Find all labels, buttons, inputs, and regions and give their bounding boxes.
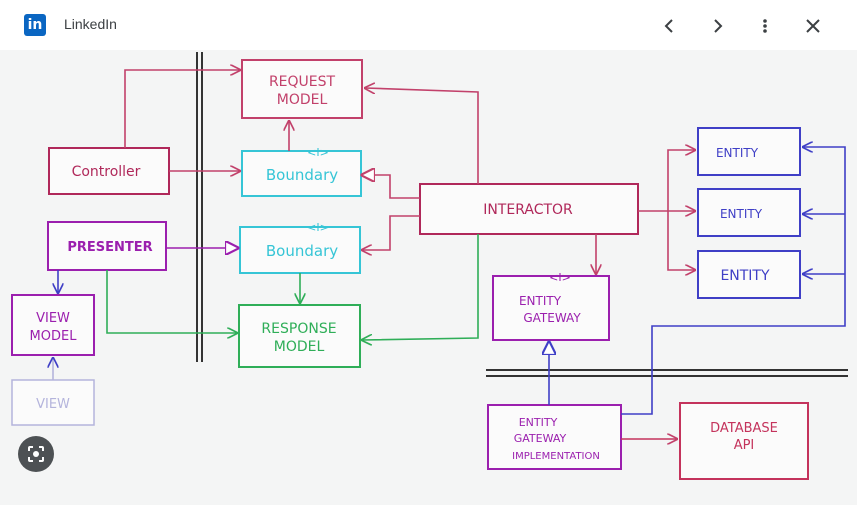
interactor-box: INTERACTOR [419, 183, 639, 235]
controller-box: Controller [48, 147, 170, 195]
request-model-line1: REQUEST [269, 74, 336, 90]
input-boundary-tag: <I> [307, 146, 329, 159]
entity-gateway-box: <I> ENTITY GATEWAY [492, 271, 610, 341]
response-model-line1: RESPONSE [261, 321, 336, 337]
diagram-connectors [53, 70, 846, 439]
input-boundary-box: <I> Boundary [241, 146, 362, 197]
forward-button[interactable] [701, 10, 733, 42]
gateway-impl-line1: ENTITY [519, 416, 558, 429]
request-model-box: REQUEST MODEL [241, 59, 363, 119]
database-api-line2: API [734, 438, 755, 453]
entity-box-3: ENTITY [697, 250, 801, 299]
view-label: VIEW [36, 397, 70, 412]
chevron-left-icon [664, 19, 673, 33]
presenter-label: PRESENTER [67, 240, 152, 255]
architecture-diagram-image: REQUEST MODEL Controller <I> Boundary IN… [0, 50, 857, 505]
close-icon [806, 19, 820, 33]
view-model-line1: VIEW [36, 311, 70, 326]
entity-label-1: ENTITY [716, 146, 759, 160]
output-boundary-tag: <I> [307, 221, 329, 234]
controller-label: Controller [72, 164, 141, 180]
google-lens-icon [28, 446, 44, 462]
entity-gateway-line1: ENTITY [519, 294, 562, 308]
database-boundary-line [486, 369, 848, 377]
output-boundary-label: Boundary [266, 242, 338, 260]
gateway-impl-line3: IMPLEMENTATION [512, 451, 600, 462]
view-model-box: VIEW MODEL [11, 294, 95, 356]
app-title: LinkedIn [64, 16, 117, 32]
interactor-label: INTERACTOR [483, 202, 573, 218]
entity-gateway-implementation-box: ENTITY GATEWAY IMPLEMENTATION [487, 404, 622, 470]
response-model-line2: MODEL [274, 339, 325, 355]
more-options-button[interactable] [749, 10, 781, 42]
back-button[interactable] [654, 10, 686, 42]
entity-box-1: ENTITY [697, 127, 801, 176]
database-api-line1: DATABASE [710, 421, 778, 436]
entity-gateway-line2: GATEWAY [523, 311, 581, 325]
entity-label-3: ENTITY [720, 268, 770, 284]
entity-gateway-tag: <I> [549, 271, 571, 284]
view-box: VIEW [11, 379, 95, 426]
architecture-boundary-line [196, 52, 203, 362]
window-header: in LinkedIn [0, 0, 857, 50]
entity-box-2: ENTITY [697, 188, 801, 237]
request-model-line2: MODEL [277, 92, 328, 108]
view-model-line2: MODEL [30, 329, 78, 344]
google-lens-button[interactable] [18, 436, 54, 472]
gateway-impl-line2: GATEWAY [514, 432, 567, 445]
presenter-box: PRESENTER [47, 221, 167, 271]
database-api-box: DATABASE API [679, 402, 809, 480]
close-button[interactable] [797, 10, 829, 42]
output-boundary-box: <I> Boundary [239, 221, 361, 274]
entity-label-2: ENTITY [720, 207, 763, 221]
more-vertical-icon [763, 19, 767, 33]
input-boundary-label: Boundary [266, 166, 338, 184]
response-model-box: RESPONSE MODEL [238, 304, 361, 368]
chevron-right-icon [714, 19, 723, 33]
linkedin-logo: in [24, 14, 46, 36]
